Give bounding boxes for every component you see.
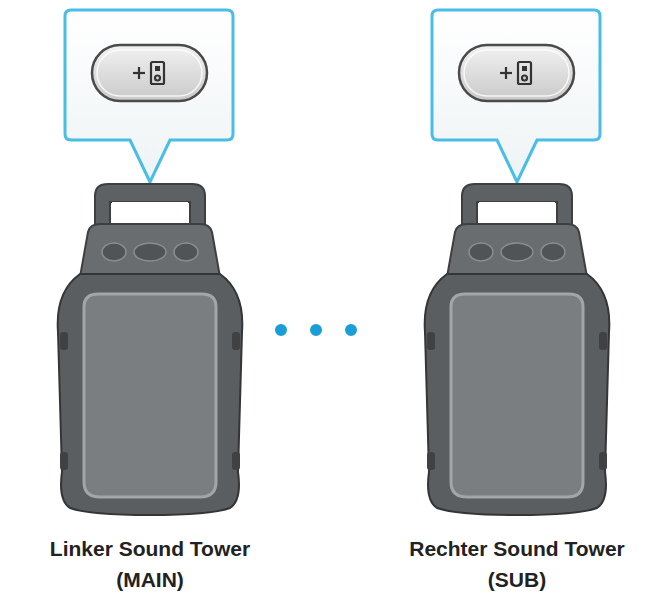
callout-right [432, 10, 600, 182]
group-icon [133, 62, 164, 84]
group-button [92, 45, 207, 101]
group-button [459, 45, 574, 101]
speaker-tower: Rechter Sound Tower (SUB) [422, 182, 612, 515]
callout-frame [432, 10, 600, 182]
callout-frame [65, 10, 233, 182]
group-icon [500, 62, 531, 84]
speaker-outline [422, 182, 612, 515]
speaker-outline [55, 182, 245, 515]
speaker-label: Rechter Sound Tower (SUB) [392, 533, 642, 595]
callout-left [65, 10, 233, 182]
speaker-tower: Linker Sound Tower (MAIN) [55, 182, 245, 515]
speaker-label: Linker Sound Tower (MAIN) [30, 533, 270, 595]
wireless-link [281, 324, 386, 336]
